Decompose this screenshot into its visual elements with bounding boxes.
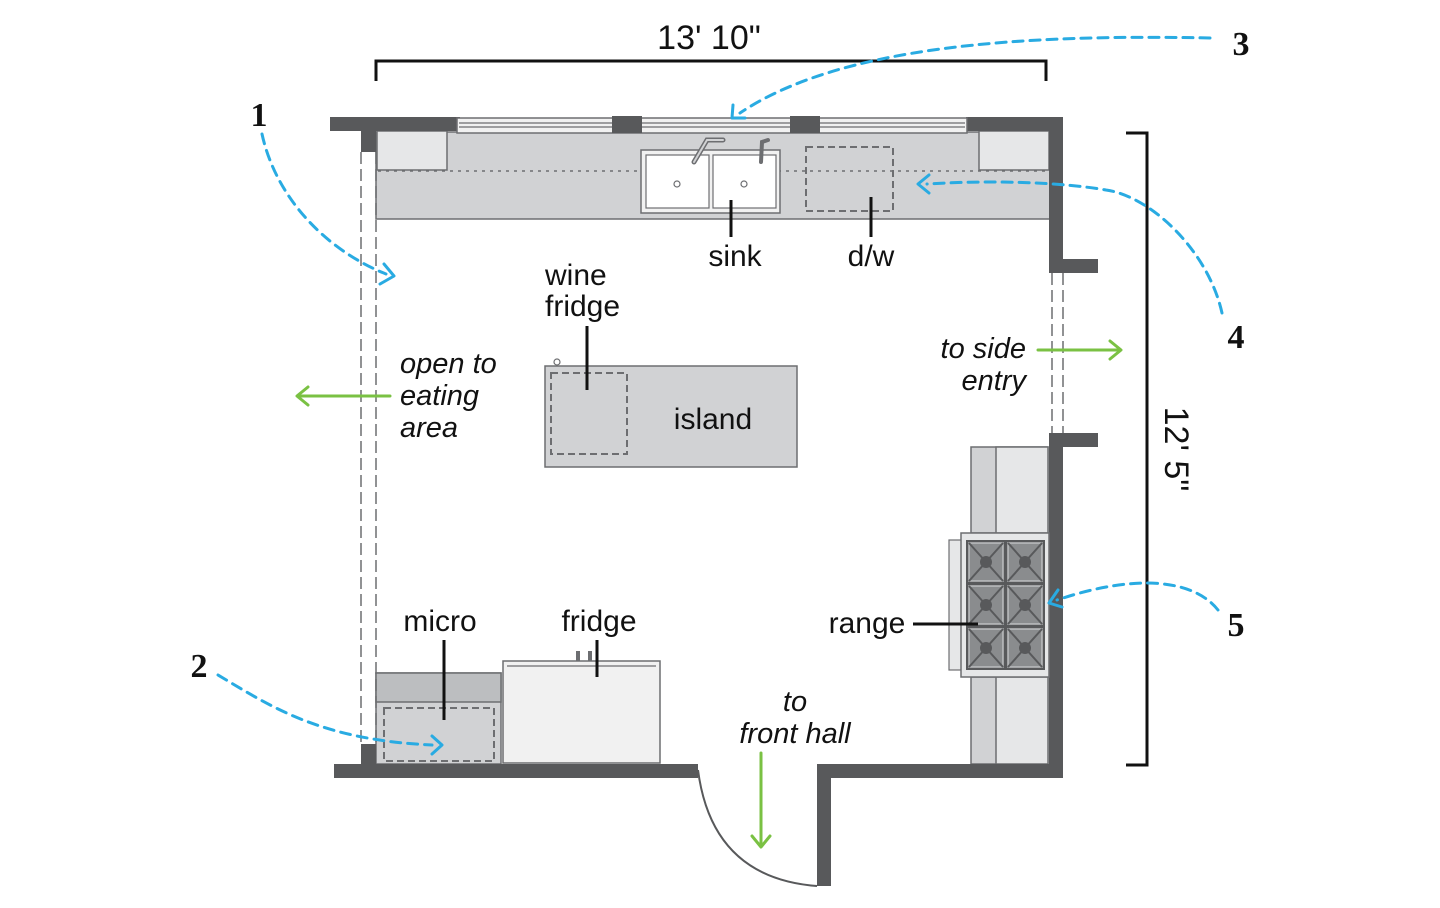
depth-dimension-label: 12' 5" — [1157, 407, 1195, 492]
fridge-body — [502, 660, 661, 764]
top-wall-right — [966, 117, 1063, 131]
width-dimension-bracket — [374, 59, 1048, 81]
callout-arrow-1 — [260, 132, 388, 276]
island-label: island — [674, 403, 752, 436]
window — [456, 116, 968, 134]
right-counter-lower-inner — [995, 676, 1049, 765]
callout-arrow-2 — [216, 673, 434, 747]
depth-dimension-bracket — [1126, 131, 1149, 767]
callout-number-2: 2 — [191, 648, 208, 685]
wine-fridge-label-line1: wine — [544, 259, 607, 292]
wine-fridge-knob — [553, 358, 561, 366]
callout-arrowhead-3 — [730, 103, 747, 120]
eating-area-arrowhead — [295, 385, 310, 407]
counters — [375, 130, 1051, 765]
wine-fridge — [550, 372, 628, 455]
range — [948, 532, 1050, 678]
fridge-handle-b — [588, 651, 592, 661]
right-counter-upper-inner — [995, 446, 1049, 534]
front-hall-label-line1: to — [783, 686, 807, 718]
faucet-inner — [693, 139, 724, 163]
callout-number-1: 1 — [251, 97, 268, 134]
side-entry-label-line2: entry — [962, 365, 1028, 397]
micro-label: micro — [403, 605, 476, 638]
back-counter-end-left — [376, 130, 448, 171]
front-hall-arrowhead — [750, 834, 772, 849]
island — [544, 358, 798, 468]
door-jamb-right — [817, 764, 831, 886]
bottom-wall-right — [817, 764, 1063, 778]
sink — [640, 137, 781, 214]
callout-number-3: 3 — [1233, 26, 1250, 63]
openings — [360, 152, 1064, 744]
sink-label: sink — [708, 240, 762, 273]
callout-arrow-3 — [738, 35, 1212, 115]
fridge-handle-a — [576, 651, 580, 661]
sink-drain-left — [673, 180, 681, 188]
island-top — [544, 365, 798, 468]
sink-drain-right — [740, 180, 748, 188]
wine-fridge-label-line2: fridge — [545, 290, 620, 323]
front-hall-label-line2: front hall — [739, 718, 852, 750]
front-door-swing — [697, 769, 818, 887]
direction-arrows — [295, 339, 1123, 849]
window-mullion-right — [790, 116, 820, 133]
range-handle-bar — [948, 539, 963, 671]
width-dimension-label: 13' 10" — [657, 19, 761, 57]
callout-arrow-5 — [1055, 581, 1220, 612]
eating-area-label-line3: area — [400, 412, 458, 444]
burner-caps — [980, 556, 1031, 654]
callout-arrowhead-4 — [916, 173, 931, 195]
microwave — [383, 707, 495, 762]
callout-arrows — [216, 35, 1224, 747]
dishwasher — [805, 146, 894, 212]
callout-arrow-4 — [925, 180, 1224, 315]
micro-upper-face — [375, 672, 502, 703]
right-wall-jamb-upper — [1049, 259, 1098, 273]
callout-arrowhead-5 — [1047, 588, 1064, 609]
callout-number-5: 5 — [1228, 607, 1245, 644]
side-entry-label-line1: to side — [941, 333, 1026, 365]
range-label: range — [829, 607, 906, 640]
callout-arrowhead-1 — [378, 262, 396, 286]
left-wall-stub-top — [361, 117, 376, 152]
window-sill — [456, 117, 968, 134]
leader-lines — [442, 197, 978, 720]
fridge — [502, 651, 661, 764]
callout-number-4: 4 — [1228, 319, 1245, 356]
left-wall-stub-bottom — [361, 744, 376, 778]
sprayer — [759, 138, 770, 164]
top-wall-left — [330, 117, 460, 131]
eating-area-label-line1: open to — [400, 348, 497, 380]
back-counter-end-right — [978, 130, 1050, 171]
eating-area-label-line2: eating — [400, 380, 479, 412]
bottom-wall-left — [334, 764, 698, 778]
right-wall-upper — [1049, 117, 1063, 273]
window-mullion-left — [612, 116, 642, 133]
fridge-label: fridge — [561, 605, 636, 638]
dishwasher-label: d/w — [848, 240, 895, 273]
callout-arrowhead-2 — [430, 734, 444, 756]
callout-arrowheads — [378, 103, 1064, 756]
side-entry-arrowhead — [1108, 339, 1123, 361]
